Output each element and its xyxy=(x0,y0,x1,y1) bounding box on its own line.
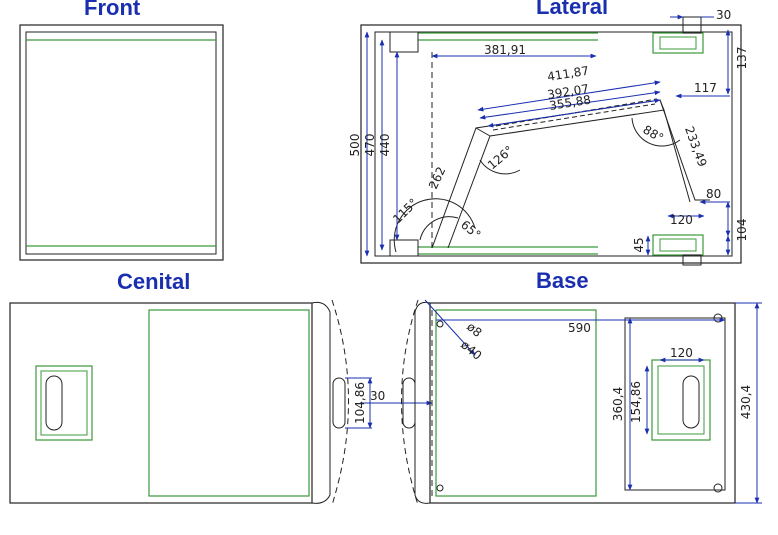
lateral-view xyxy=(360,14,742,266)
dim-lat-88deg: 88° xyxy=(641,122,666,145)
dim-lat-262: 262 xyxy=(426,165,448,192)
dim-base-154-86: 154,86 xyxy=(629,381,643,423)
dim-base-360-4: 360,4 xyxy=(611,387,625,421)
dim-lat-126deg: 126° xyxy=(485,143,516,172)
dim-lat-80: 80 xyxy=(706,187,721,201)
dim-lat-355-88: 355,88 xyxy=(548,93,592,113)
cenital-chamber xyxy=(148,309,310,497)
lateral-top-left-block xyxy=(389,31,419,53)
base-port-slot xyxy=(682,375,700,429)
lateral-top-port xyxy=(652,32,704,54)
base-view-title: Base xyxy=(536,268,589,293)
angle-arc-115 xyxy=(419,216,459,241)
cenital-outer-outline xyxy=(9,302,313,504)
lateral-bottom-port xyxy=(652,234,704,256)
lateral-inner-outline xyxy=(374,31,733,257)
base-port-outer xyxy=(651,359,711,441)
cenital-break-line xyxy=(331,299,349,506)
base-chamber xyxy=(435,309,597,497)
angle-arc-126 xyxy=(479,159,521,175)
lateral-dimension-labels: 30 381,91 137 411,87 392,07 117 355,88 5… xyxy=(348,8,749,253)
dim-base-120: 120 xyxy=(670,346,693,360)
front-outer-outline xyxy=(19,24,224,261)
dim-lat-117: 117 xyxy=(694,81,717,95)
dim-lat-45: 45 xyxy=(632,237,646,252)
cenital-dimension-labels: 30 104,86 xyxy=(353,382,385,424)
dim-cen-104-86: 104,86 xyxy=(353,382,367,424)
dim-lat-440: 440 xyxy=(378,134,392,157)
base-view xyxy=(414,299,762,504)
cenital-port-outer xyxy=(35,365,93,441)
dim-cen-30: 30 xyxy=(370,389,385,403)
front-inner-outline xyxy=(25,31,217,255)
cenital-view-title: Cenital xyxy=(117,269,191,294)
base-outer-outline xyxy=(429,302,736,504)
cenital-port-slot xyxy=(45,375,63,431)
lateral-outer-outline xyxy=(360,24,742,264)
dim-lat-392-07: 392,07 xyxy=(546,82,590,102)
dim-lat-233-49: 233,49 xyxy=(682,125,710,169)
front-view xyxy=(19,24,224,261)
dim-lat-381-91: 381,91 xyxy=(484,43,526,57)
dim-lat-115deg: 115° xyxy=(390,196,420,226)
dim-lat-65deg: 65° xyxy=(458,218,483,242)
dim-base-430-4: 430,4 xyxy=(739,385,753,419)
dim-lat-104: 104 xyxy=(735,219,749,242)
base-dimension-labels: ø8 590 ø40 120 360,4 154,86 430,4 xyxy=(458,320,753,423)
lateral-view-title: Lateral xyxy=(536,0,609,19)
cenital-view xyxy=(9,299,433,506)
front-view-title: Front xyxy=(84,0,141,20)
dim-lat-470: 470 xyxy=(363,134,377,157)
dim-lat-411-87: 411,87 xyxy=(546,64,590,84)
base-break-line xyxy=(401,299,419,506)
dim-lat-137: 137 xyxy=(735,47,749,70)
base-woofer-box xyxy=(624,317,726,491)
dim-lat-500: 500 xyxy=(348,134,362,157)
dim-lat-120: 120 xyxy=(670,213,693,227)
dim-lat-30: 30 xyxy=(716,8,731,22)
dim-base-590: 590 xyxy=(568,321,591,335)
